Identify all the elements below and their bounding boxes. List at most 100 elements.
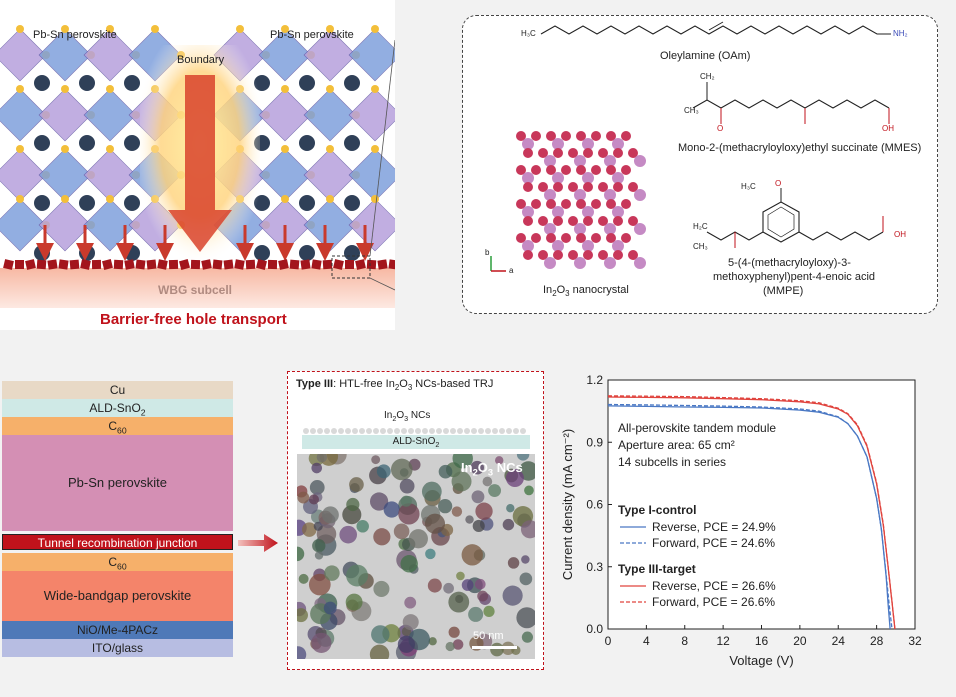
oxygen-atom bbox=[583, 148, 593, 158]
oxygen-atom bbox=[546, 165, 556, 175]
nanocrystal-blob bbox=[308, 494, 320, 505]
nc-square bbox=[377, 259, 388, 270]
nanocrystal-blob bbox=[324, 565, 340, 581]
y-tick-label: 0.6 bbox=[586, 498, 603, 512]
oxygen-atom bbox=[598, 148, 608, 158]
nc-dot bbox=[485, 428, 491, 434]
nanocrystal-blob bbox=[376, 464, 391, 479]
nanocrystal-blob bbox=[483, 605, 495, 617]
nanocrystal-blob bbox=[393, 523, 410, 540]
nc-dot bbox=[366, 428, 372, 434]
nc-layer-label: In2O3 NCs bbox=[384, 410, 431, 423]
nanocrystal-blob bbox=[445, 641, 455, 652]
oxygen-atom bbox=[568, 216, 578, 226]
tem-panel: Type III: HTL-free In2O3 NCs-based TRJ I… bbox=[287, 371, 544, 670]
oxygen-atom bbox=[553, 216, 563, 226]
indium-atom bbox=[552, 240, 564, 252]
nanocrystal-blob bbox=[323, 601, 337, 615]
nanocrystal-blob bbox=[302, 522, 317, 537]
nc-dot bbox=[450, 428, 456, 434]
nanocrystal-blob bbox=[482, 476, 493, 487]
nc-dot bbox=[429, 428, 435, 434]
layer-ald-sno2: ALD-SnO2 bbox=[2, 399, 233, 417]
callout-line-1 bbox=[369, 39, 396, 257]
mmpe-ch2: H₂C bbox=[693, 222, 708, 231]
indium-atom bbox=[582, 138, 594, 150]
mmpe-benzene-ring bbox=[762, 201, 800, 243]
nanocrystal-blob bbox=[438, 464, 453, 479]
cation-atom bbox=[79, 135, 95, 151]
cation-atom bbox=[34, 135, 50, 151]
nc-square bbox=[366, 259, 377, 270]
indium-atom bbox=[544, 189, 556, 201]
nanocrystal-blob bbox=[471, 490, 485, 504]
tem-image: In2O3 NCs 50 nm bbox=[297, 454, 535, 659]
mmpe-name-2: methoxyphenyl)pent-4-enoic acid bbox=[713, 271, 876, 283]
halide-atom bbox=[371, 85, 379, 93]
nc-square bbox=[256, 259, 267, 270]
wbg-subcell-label: WBG subcell bbox=[158, 283, 233, 297]
boundary-label: Boundary bbox=[177, 54, 225, 66]
layer-wide-bandgap: Wide-bandgap perovskite bbox=[2, 571, 233, 621]
boundary-arrow bbox=[168, 75, 232, 252]
indium-atom bbox=[604, 189, 616, 201]
nanocrystal-blob bbox=[316, 454, 328, 463]
cation-atom bbox=[299, 75, 315, 91]
barrier-free-caption: Barrier-free hole transport bbox=[100, 311, 287, 328]
nanocrystal-blob bbox=[477, 590, 489, 602]
nc-square bbox=[47, 259, 58, 270]
nc-dot bbox=[352, 428, 358, 434]
indium-atom bbox=[612, 138, 624, 150]
wbg-subcell bbox=[0, 268, 395, 308]
indium-atom bbox=[604, 155, 616, 167]
nc-dot bbox=[457, 428, 463, 434]
nc-dot bbox=[380, 428, 386, 434]
indium-atom bbox=[582, 172, 594, 184]
scale-bar-label: 50 nm bbox=[473, 630, 504, 642]
tem-image-label: In2O3 NCs bbox=[461, 460, 523, 478]
scale-bar bbox=[472, 646, 517, 649]
octahedron bbox=[258, 28, 312, 82]
nc-dot bbox=[338, 428, 344, 434]
nanocrystal-blob bbox=[516, 607, 535, 629]
nanocrystal-blob bbox=[356, 520, 369, 533]
oxygen-atom bbox=[531, 199, 541, 209]
oxygen-atom bbox=[598, 182, 608, 192]
layer-c60-bottom: C60 bbox=[2, 553, 233, 571]
indium-atom bbox=[522, 138, 534, 150]
oxygen-atom bbox=[591, 131, 601, 141]
chart-annotation: 14 subcells in series bbox=[618, 455, 726, 469]
nanocrystal-blob bbox=[297, 546, 305, 562]
nanocrystal-blob bbox=[400, 555, 418, 573]
indium-atom bbox=[552, 172, 564, 184]
nanocrystal-blob bbox=[297, 491, 310, 504]
nc-dot bbox=[436, 428, 442, 434]
mmpe-oh: OH bbox=[894, 230, 906, 239]
nanocrystal-blob bbox=[424, 513, 446, 534]
nc-square bbox=[69, 259, 80, 270]
nanocrystal-blob bbox=[461, 579, 474, 591]
nc-square bbox=[15, 260, 24, 269]
x-tick-label: 24 bbox=[832, 634, 846, 648]
nanocrystal-blob bbox=[521, 631, 534, 643]
y-tick-label: 0.3 bbox=[586, 560, 603, 574]
octahedron bbox=[38, 198, 92, 252]
mmes-name: Mono-2-(methacryloyloxy)ethyl succinate … bbox=[678, 142, 922, 154]
halide-atom bbox=[281, 195, 289, 203]
nc-square bbox=[102, 259, 113, 270]
octahedron bbox=[303, 148, 357, 202]
nc-dot bbox=[422, 428, 428, 434]
oxygen-atom bbox=[546, 131, 556, 141]
oam-nh2: NH₂ bbox=[893, 29, 908, 38]
nanocrystal-blob bbox=[398, 503, 420, 525]
indium-atom bbox=[544, 257, 556, 269]
nc-square bbox=[311, 259, 322, 270]
nanocrystal-blob bbox=[311, 462, 323, 474]
nc-square bbox=[345, 260, 354, 269]
halide-atom bbox=[61, 145, 69, 153]
nc-dot bbox=[478, 428, 484, 434]
cation-atom bbox=[79, 195, 95, 211]
octahedron bbox=[348, 148, 402, 202]
nanocrystal-blob bbox=[349, 477, 364, 492]
indium-atom bbox=[612, 240, 624, 252]
